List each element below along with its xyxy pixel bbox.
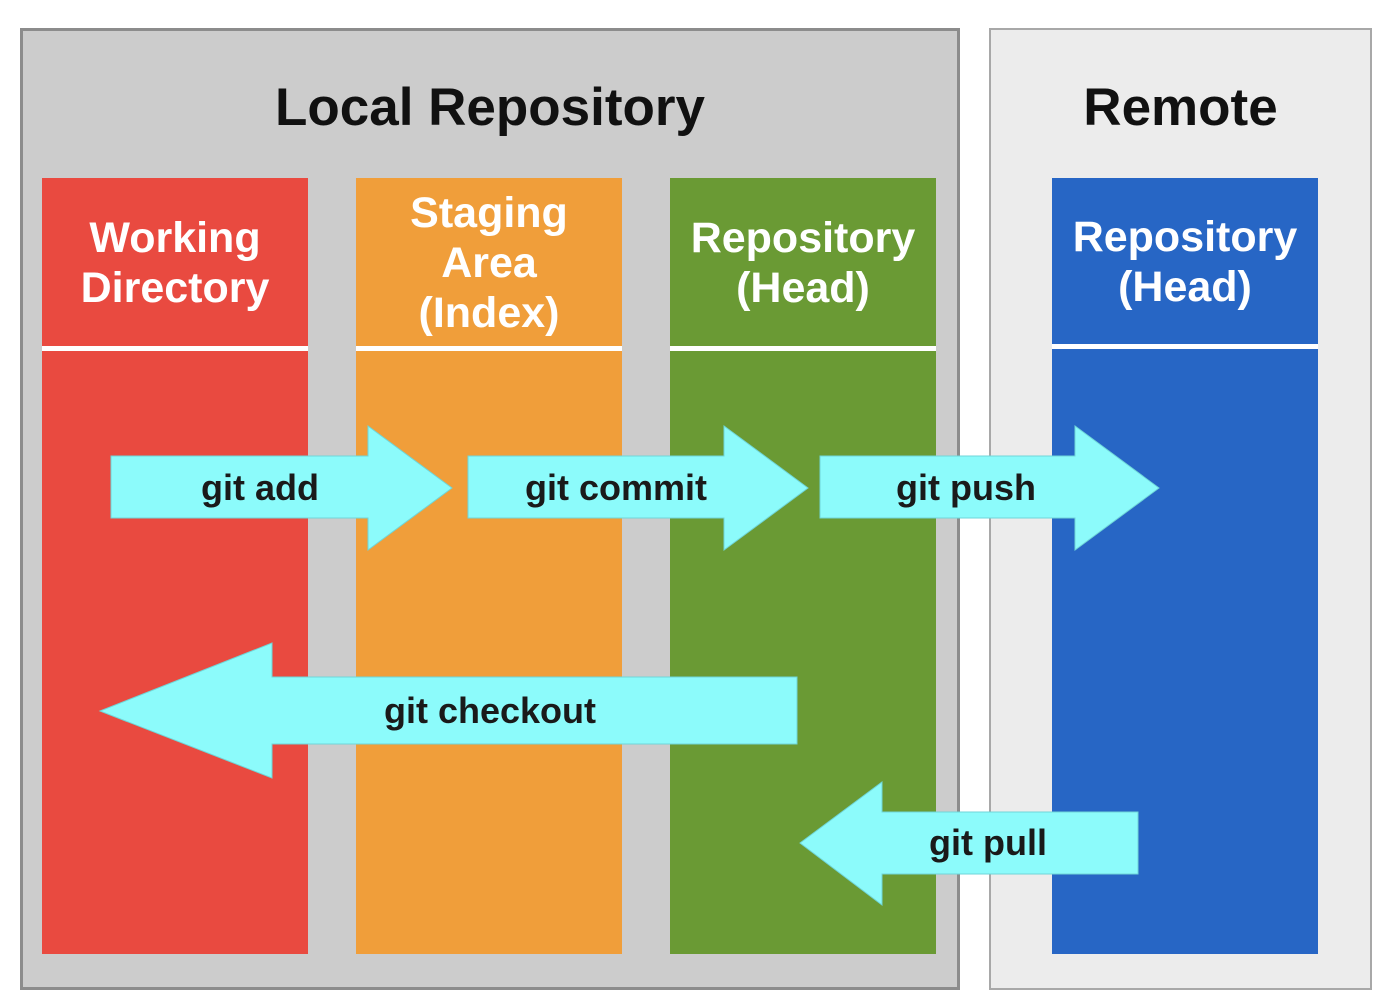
staging-area-header: Staging Area (Index): [356, 178, 622, 346]
local-repository-head-divider: [670, 346, 936, 351]
remote-repository-head-divider: [1052, 344, 1318, 349]
git-commit-arrow: git commit: [467, 425, 809, 551]
working-directory-column: Working Directory: [42, 178, 308, 954]
remote-repository-head-header: Repository (Head): [1052, 178, 1318, 344]
git-pull-arrow-shape: [799, 781, 1139, 907]
local-repository-head-label-line-1: Repository: [690, 214, 916, 262]
staging-area-column: Staging Area (Index): [356, 178, 622, 954]
git-commit-label: git commit: [525, 467, 707, 508]
local-repository-head-header: Repository (Head): [670, 178, 936, 346]
staging-area-divider: [356, 346, 622, 351]
local-repository-title: Local Repository: [275, 78, 705, 137]
git-checkout-arrow: git checkout: [98, 642, 798, 779]
remote-repository-head-label-line-1: Repository: [1072, 213, 1298, 261]
git-checkout-arrow-shape: [98, 642, 798, 779]
git-push-label: git push: [896, 467, 1036, 508]
staging-area-label-line-3: (Index): [418, 289, 560, 337]
staging-area-label-line-2: Area: [441, 239, 537, 287]
staging-area-label-line-1: Staging: [410, 189, 568, 237]
working-directory-label-line-1: Working: [89, 214, 261, 262]
remote-repository-head-label-line-2: (Head): [1118, 263, 1252, 311]
git-commit-arrow-shape: [467, 425, 809, 551]
git-pull-arrow: git pull: [799, 781, 1139, 907]
git-checkout-label: git checkout: [384, 690, 596, 731]
git-push-arrow-shape: [819, 425, 1160, 551]
git-add-label: git add: [201, 467, 319, 508]
working-directory-header: Working Directory: [42, 178, 308, 346]
working-directory-divider: [42, 346, 308, 351]
git-add-arrow-shape: [110, 425, 453, 551]
git-add-arrow: git add: [110, 425, 453, 551]
remote-title: Remote: [1083, 78, 1278, 137]
local-repository-head-label-line-2: (Head): [736, 264, 870, 312]
git-pull-label: git pull: [929, 822, 1047, 863]
git-push-arrow: git push: [819, 425, 1160, 551]
working-directory-label-line-2: Directory: [80, 264, 270, 312]
